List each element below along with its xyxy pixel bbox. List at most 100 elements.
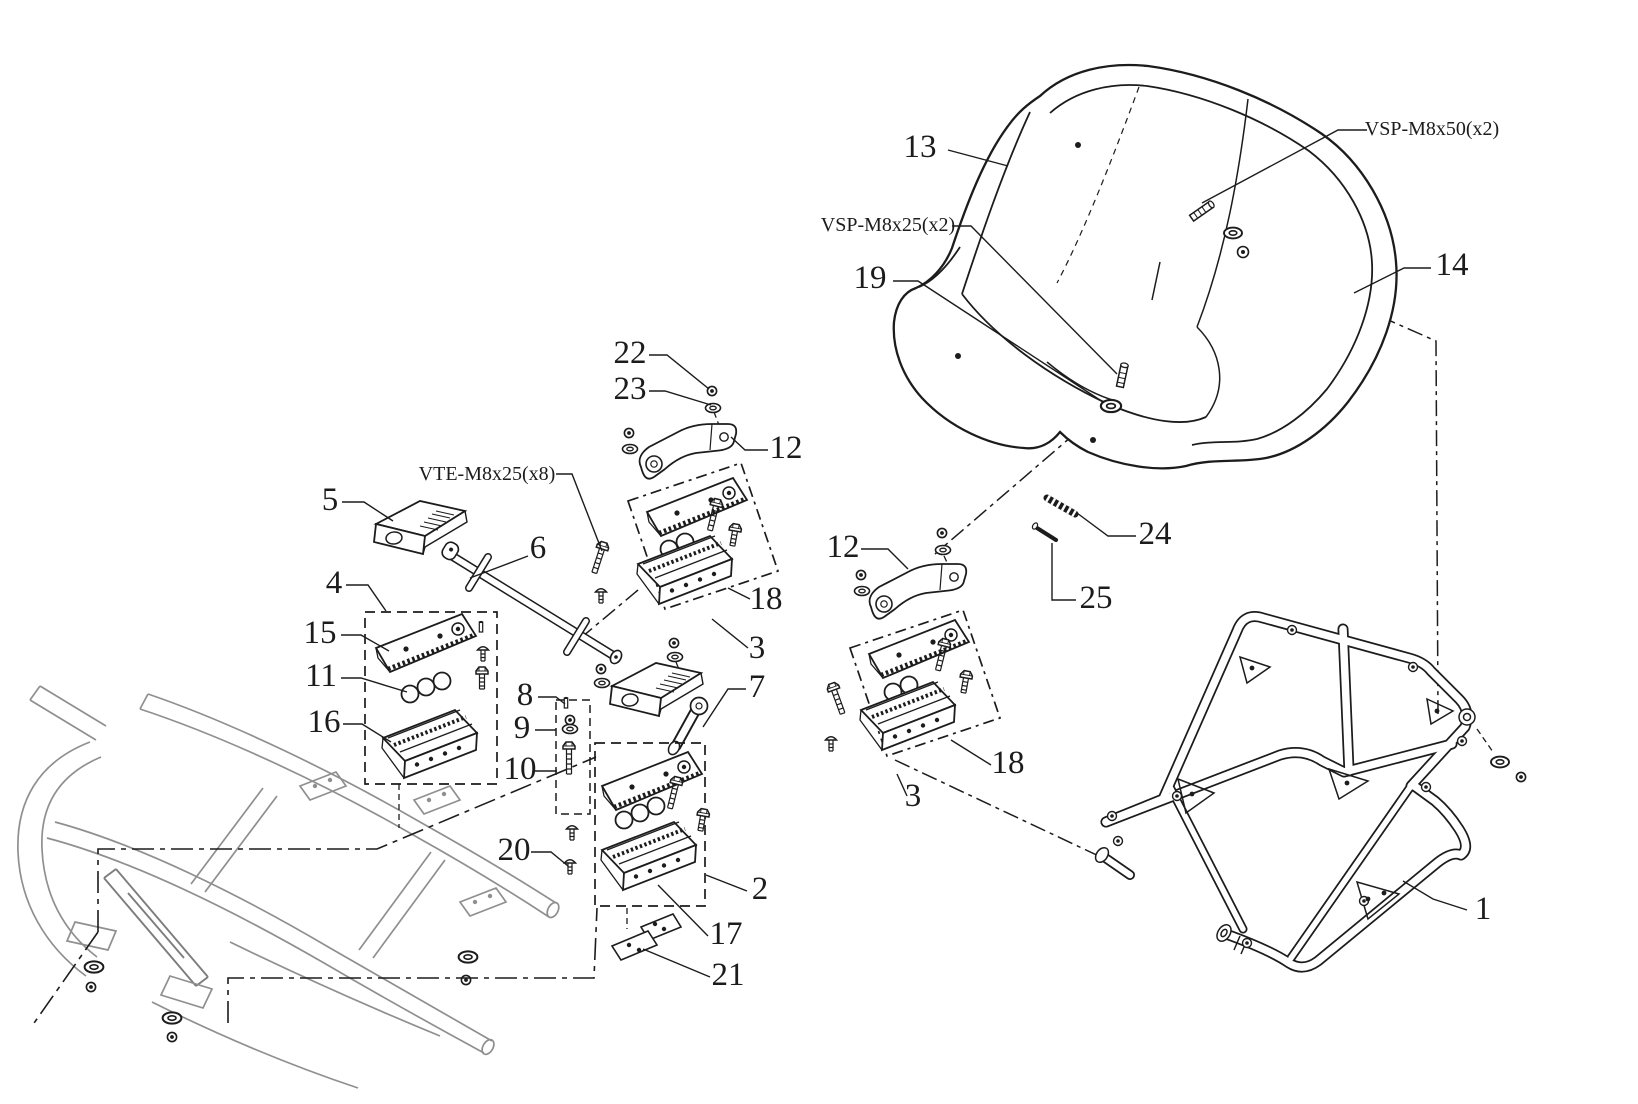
nut xyxy=(595,663,607,675)
callout-22: 22 xyxy=(614,335,647,371)
callout-16: 16 xyxy=(308,704,341,740)
callout-18b: 18 xyxy=(992,745,1025,781)
washer-9 xyxy=(561,723,579,735)
callout-3b: 3 xyxy=(905,778,922,814)
callout-8: 8 xyxy=(517,677,534,713)
frame-nut xyxy=(1515,771,1527,783)
callout-11: 11 xyxy=(305,658,337,694)
chassis-mount-tab xyxy=(458,886,508,918)
pin-8 xyxy=(563,696,569,709)
chassis-mount-tab xyxy=(298,770,348,802)
chassis-nut xyxy=(460,974,472,986)
mount-group-3-right xyxy=(824,527,1002,758)
bolt xyxy=(825,680,849,717)
chassis-mount-tab xyxy=(412,784,462,816)
seat-clamp-bracket-lower xyxy=(609,662,704,717)
callout-5: 5 xyxy=(322,482,339,518)
spacer-ring-11 xyxy=(432,671,452,691)
callout-17: 17 xyxy=(710,916,743,952)
screw xyxy=(565,825,579,841)
washer xyxy=(621,443,639,455)
spring-24 xyxy=(1043,494,1079,518)
bolt xyxy=(956,669,974,695)
callout-1: 1 xyxy=(1475,891,1492,927)
chassis-washer xyxy=(457,950,479,964)
washer xyxy=(853,585,871,597)
seat-shell xyxy=(892,63,1398,470)
callout-12: 12 xyxy=(770,430,803,466)
callout-9: 9 xyxy=(514,710,531,746)
serrated-block-16 xyxy=(380,708,479,780)
spacer-ring xyxy=(646,796,666,816)
seat-strut-arm-12 xyxy=(638,423,738,480)
washer xyxy=(666,651,684,663)
callout-7: 7 xyxy=(749,669,766,705)
nut xyxy=(936,527,948,539)
frame-washer xyxy=(1490,755,1510,769)
nut-9 xyxy=(564,714,576,726)
serrated-block-18 xyxy=(858,680,957,752)
callout-labels: 13 VSP-M8x50(x2) VSP-M8x25(x2) 19 14 22 … xyxy=(304,118,1500,993)
callout-10: 10 xyxy=(504,751,537,787)
callout-12b: 12 xyxy=(827,529,860,565)
chassis-nut xyxy=(166,1031,178,1043)
screw xyxy=(594,588,608,604)
screw xyxy=(476,646,490,662)
spacer-ring-11 xyxy=(416,677,436,697)
washer-23 xyxy=(704,402,722,414)
shim-plates-21 xyxy=(610,913,683,961)
seat-outer-outline xyxy=(892,63,1398,470)
callout-25: 25 xyxy=(1080,580,1113,616)
chassis-seat-strut xyxy=(65,868,214,1010)
pin-25 xyxy=(1031,522,1058,542)
seat-frame xyxy=(1094,611,1527,973)
seat-washer xyxy=(1223,226,1243,240)
seat-strut-arm-12 xyxy=(868,563,968,620)
adjust-lever-7 xyxy=(667,696,709,756)
callout-21: 21 xyxy=(712,957,745,993)
callout-vsp-m8x50: VSP-M8x50(x2) xyxy=(1365,118,1499,140)
spacer-ring xyxy=(630,803,650,823)
screw xyxy=(824,736,838,752)
spacer-ring-11 xyxy=(400,684,420,704)
clamp-plate xyxy=(869,620,969,678)
bolt xyxy=(693,807,711,833)
callout-vsp-m8x25: VSP-M8x25(x2) xyxy=(821,214,955,236)
bolt-vsp-m8x50 xyxy=(1188,200,1215,223)
nut xyxy=(623,427,635,439)
callout-24: 24 xyxy=(1139,516,1172,552)
torsion-rod xyxy=(441,541,623,665)
callout-13: 13 xyxy=(904,129,937,165)
callout-20: 20 xyxy=(498,832,531,868)
bolt xyxy=(725,522,743,548)
callout-15: 15 xyxy=(304,615,337,651)
nut xyxy=(668,637,680,649)
callout-3: 3 xyxy=(749,630,766,666)
mount-group-4 xyxy=(364,611,498,785)
callout-23: 23 xyxy=(614,371,647,407)
nut xyxy=(855,569,867,581)
callout-vte-m8x25: VTE-M8x25(x8) xyxy=(419,463,556,485)
serrated-block-17 xyxy=(599,820,698,892)
bolt xyxy=(475,666,489,690)
mount-group-2 xyxy=(555,637,711,961)
callout-6: 6 xyxy=(530,530,547,566)
washer xyxy=(593,677,611,689)
bolt-10 xyxy=(562,741,576,775)
chassis-washer xyxy=(83,960,105,974)
mount-group-3-center xyxy=(587,385,780,611)
frame-bolts xyxy=(1106,624,1468,949)
nut-22 xyxy=(706,385,718,397)
section-boundary-lines xyxy=(31,756,598,1027)
clamp-plate-15 xyxy=(376,614,476,672)
callout-leaders xyxy=(341,129,1468,978)
callout-14: 14 xyxy=(1436,247,1469,283)
kart-chassis xyxy=(17,685,560,1089)
drop-lines xyxy=(398,411,1494,929)
callout-4: 4 xyxy=(326,565,343,601)
serrated-block-18 xyxy=(635,534,734,606)
screw-20 xyxy=(563,859,577,875)
callout-18: 18 xyxy=(750,581,783,617)
seat-washer-19 xyxy=(1099,398,1123,414)
